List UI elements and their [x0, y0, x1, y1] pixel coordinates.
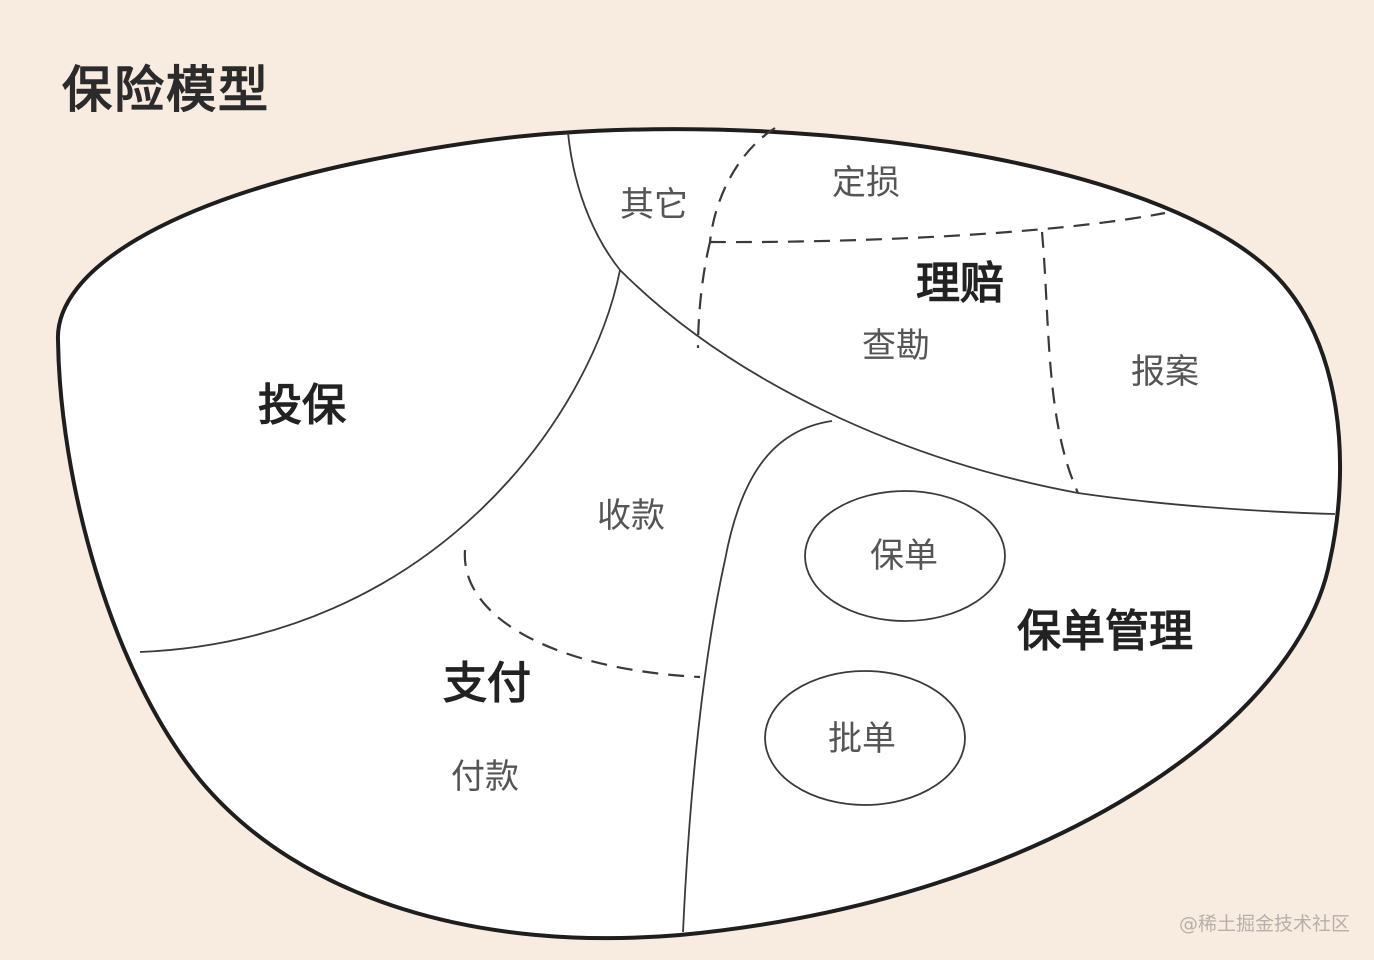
label-dingsun: 定损 — [832, 163, 900, 203]
label-chakan: 查勘 — [862, 326, 930, 366]
model-outline — [55, 127, 1343, 941]
label-baodan: 保单 — [870, 536, 938, 576]
watermark: @稀土掘金技术社区 — [1178, 913, 1350, 935]
diagram-title: 保险模型 — [62, 61, 270, 119]
dashed-dingsun-lower — [709, 211, 1166, 244]
label-lipei: 理赔 — [916, 258, 1004, 309]
label-shoukuan: 收款 — [597, 496, 665, 536]
toubao-boundary — [139, 132, 621, 653]
dashed-chakan-baoan — [1040, 231, 1080, 494]
label-toubao: 投保 — [258, 380, 347, 431]
baodan-ellipse — [804, 490, 1006, 622]
dashed-qita-dingsun — [708, 127, 776, 243]
label-pidan: 批单 — [828, 719, 896, 759]
dashed-chakan-left — [696, 241, 712, 349]
pidan-ellipse — [764, 670, 966, 806]
lipei-boundary — [619, 269, 1336, 515]
label-baodanguanli: 保单管理 — [1017, 606, 1193, 657]
label-baoan: 报案 — [1131, 352, 1199, 392]
label-qita: 其它 — [620, 185, 688, 225]
dashed-shoukuan-fukuan — [463, 549, 701, 679]
label-fukuan: 付款 — [451, 757, 519, 797]
label-zhifu: 支付 — [443, 658, 531, 709]
zhifu-baodan-boundary — [682, 420, 833, 933]
